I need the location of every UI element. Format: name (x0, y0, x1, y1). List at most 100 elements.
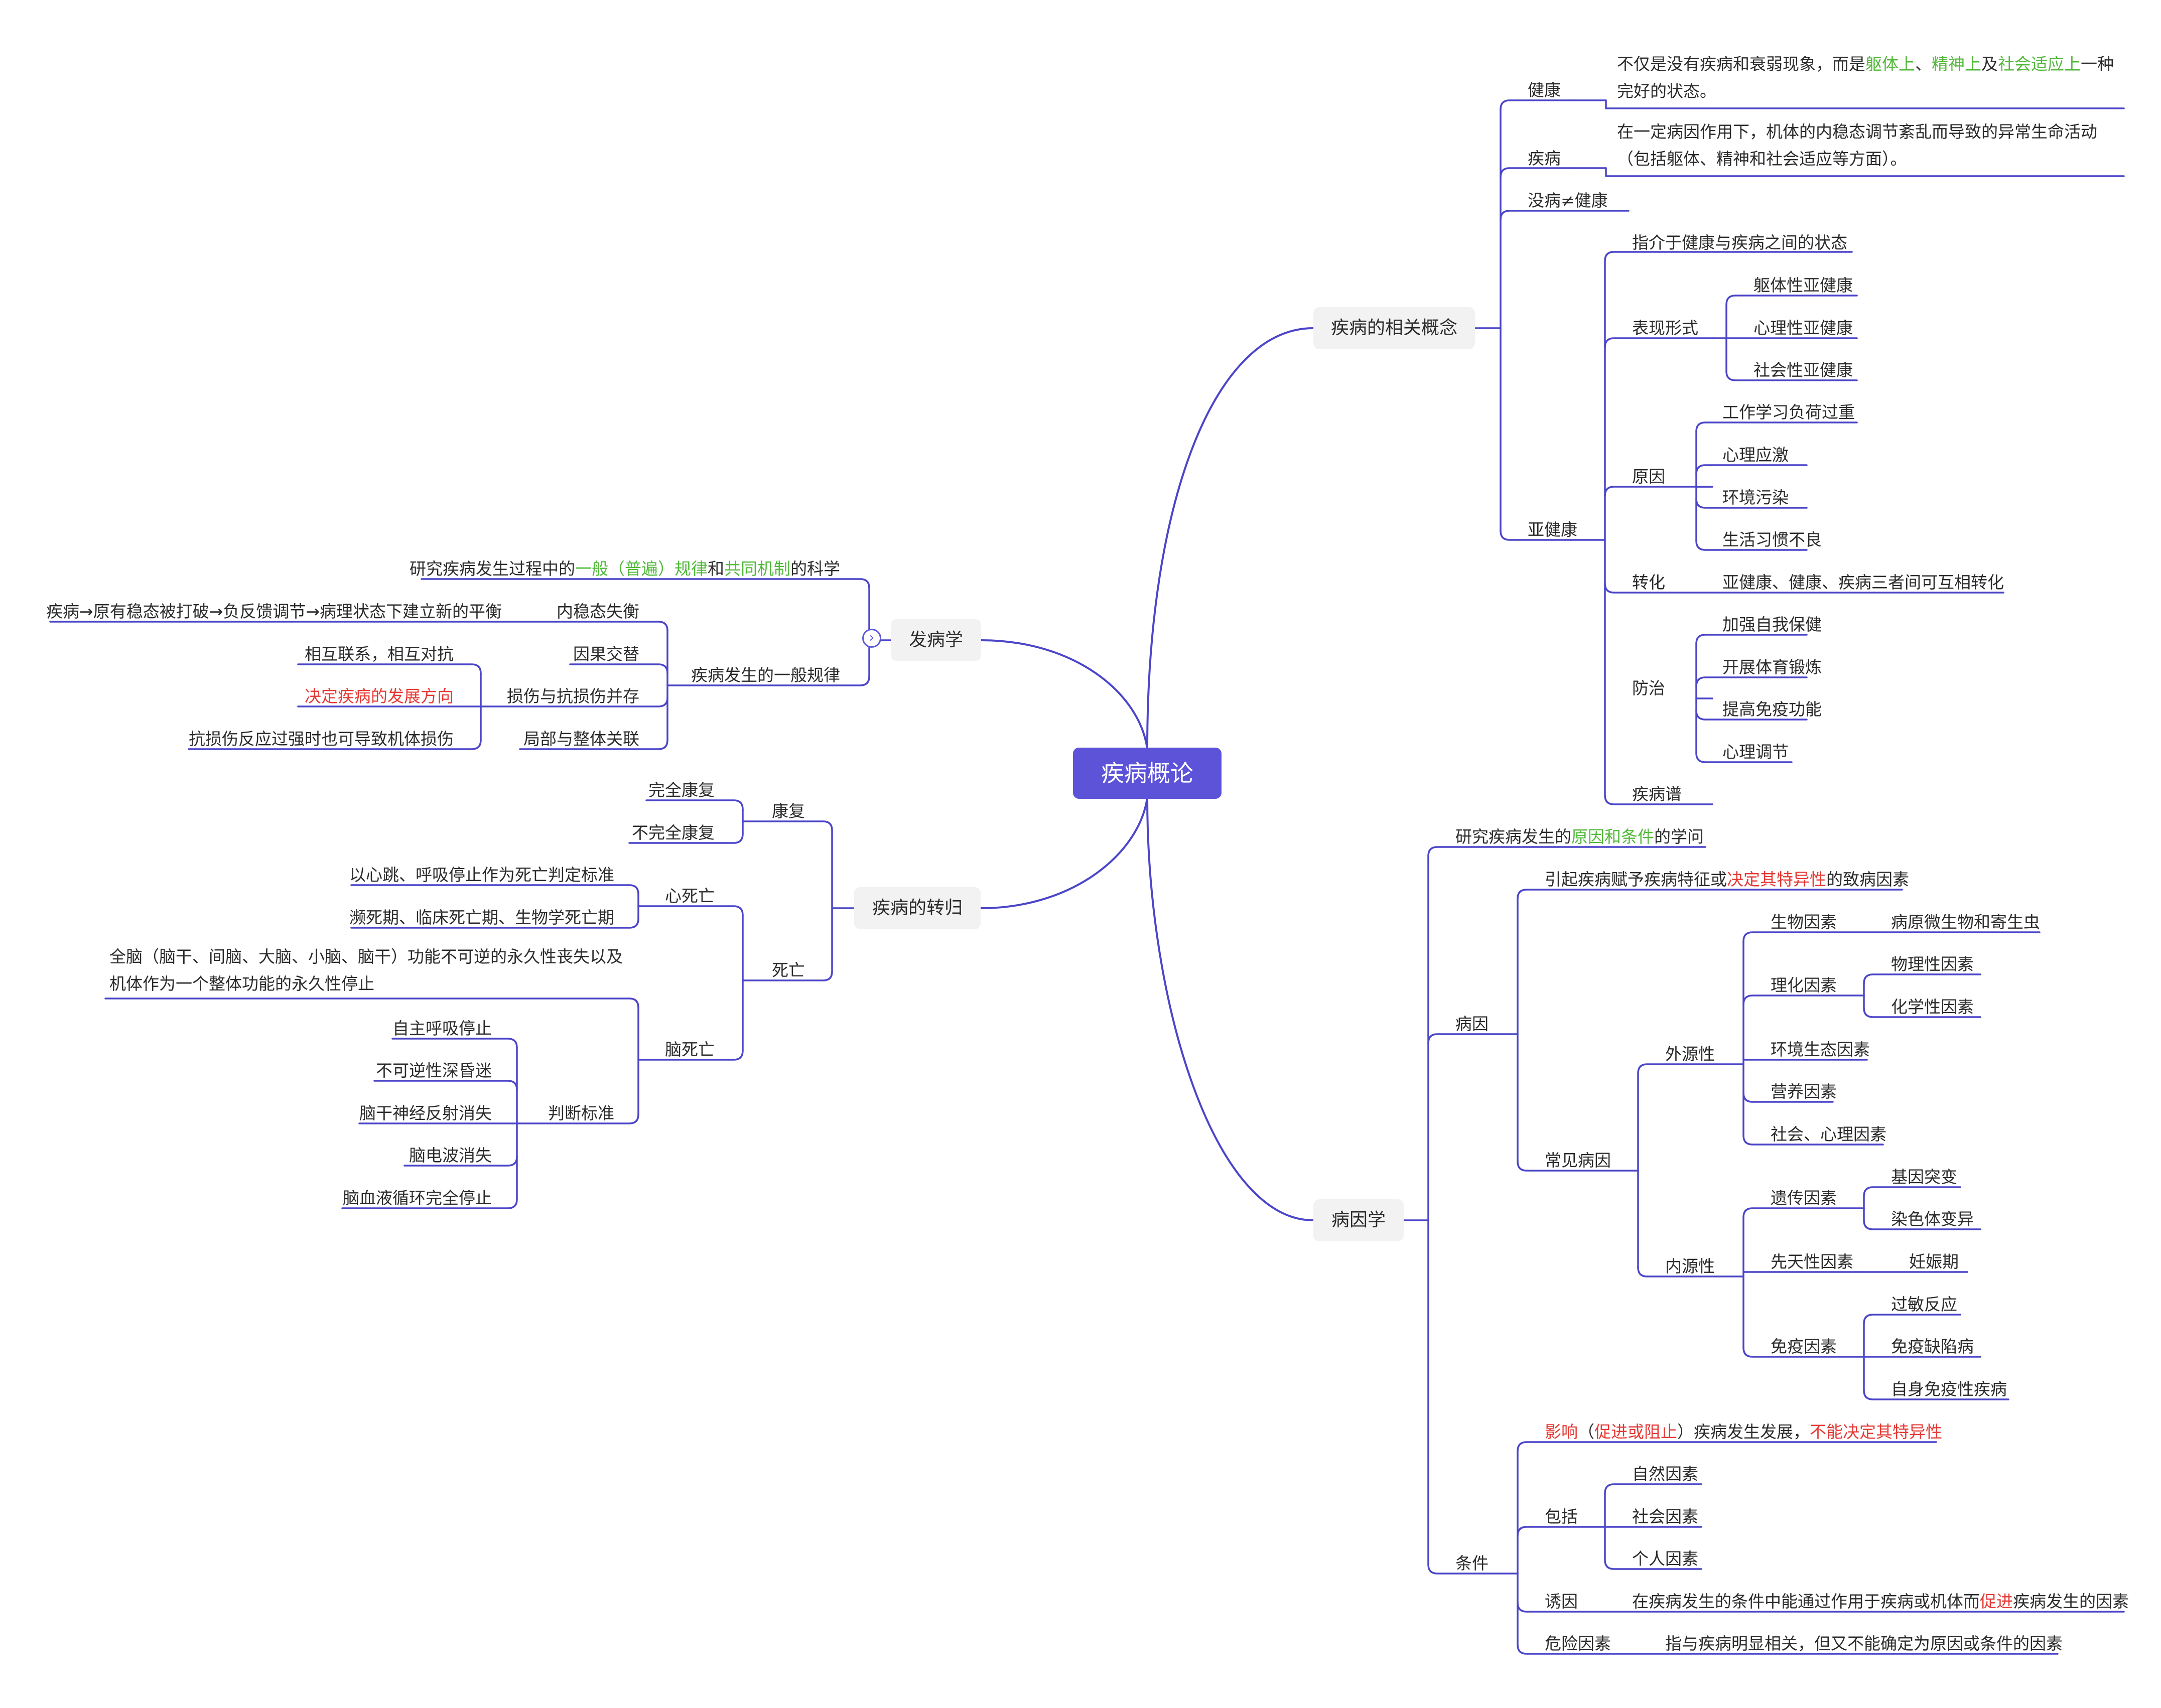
node-form-3[interactable]: 社会性亚健康 (1753, 360, 1853, 380)
node-allergy[interactable]: 过敏反应 (1891, 1295, 1957, 1314)
recovery-branch-1 (628, 833, 744, 844)
exogenous-branch-4 (1742, 1134, 1884, 1146)
node-bio-item[interactable]: 病原微生物和寄生虫 (1891, 912, 2040, 932)
node-social-psych[interactable]: 社会、心理因素 (1771, 1124, 1886, 1144)
node-subhealth-def[interactable]: 指介于健康与疾病之间的状态 (1632, 233, 1847, 252)
node-cause-2[interactable]: 心理应激 (1722, 445, 1789, 465)
node-recovery[interactable]: 康复 (772, 801, 805, 821)
node-common-cause[interactable]: 常见病因 (1545, 1151, 1611, 1170)
node-social[interactable]: 社会因素 (1632, 1507, 1698, 1526)
node-personal[interactable]: 个人因素 (1632, 1549, 1698, 1569)
node-nutri[interactable]: 营养因素 (1771, 1082, 1837, 1101)
topic-pathogenesis[interactable]: 发病学 (891, 619, 981, 661)
node-natural[interactable]: 自然因素 (1632, 1464, 1698, 1484)
topic-concepts[interactable]: 疾病的相关概念 (1313, 307, 1475, 349)
node-include[interactable]: 包括 (1545, 1507, 1578, 1526)
node-phys-1[interactable]: 物理性因素 (1891, 954, 1974, 974)
node-convert-text[interactable]: 亚健康、健康、疾病三者间可互相转化 (1722, 573, 2004, 592)
node-health[interactable]: 健康 (1528, 80, 1561, 100)
node-endogenous[interactable]: 内源性 (1665, 1256, 1715, 1276)
node-death[interactable]: 死亡 (772, 960, 805, 980)
node-subhealth[interactable]: 亚健康 (1528, 520, 1577, 539)
node-disease[interactable]: 疾病 (1528, 149, 1561, 168)
node-risk-text[interactable]: 指与疾病明显相关，但又不能确定为原因或条件的因素 (1665, 1634, 2063, 1653)
node-brain-death[interactable]: 脑死亡 (665, 1040, 715, 1059)
node-treat-1[interactable]: 加强自我保健 (1722, 615, 1822, 634)
node-criteria-2[interactable]: 不可逆性深昏迷 (376, 1061, 492, 1080)
node-form-2[interactable]: 心理性亚健康 (1753, 318, 1853, 338)
node-immune[interactable]: 免疫因素 (1771, 1337, 1837, 1356)
node-cardiac-2[interactable]: 濒死期、临床死亡期、生物学死亡期 (349, 908, 614, 927)
node-spectrum[interactable]: 疾病谱 (1632, 784, 1682, 804)
node-homeostasis[interactable]: 内稳态失衡 (557, 602, 639, 621)
node-causes[interactable]: 原因 (1632, 467, 1665, 486)
node-criteria-5[interactable]: 脑血液循环完全停止 (343, 1188, 492, 1208)
node-convert[interactable]: 转化 (1632, 573, 1665, 592)
cause-branch-0 (1517, 889, 1903, 900)
node-congenital[interactable]: 先天性因素 (1771, 1252, 1853, 1271)
node-cardiac-death[interactable]: 心死亡 (665, 886, 715, 906)
brain-branch-1 (518, 1113, 639, 1124)
node-genetic[interactable]: 遗传因素 (1771, 1188, 1837, 1208)
node-full-recovery[interactable]: 完全康复 (648, 780, 715, 800)
node-form-1[interactable]: 躯体性亚健康 (1753, 275, 1853, 295)
node-health-desc[interactable]: 不仅是没有疾病和衰弱现象，而是躯体上、精神上及社会适应上一种完好的状态。 (1617, 51, 2128, 105)
node-damage-2[interactable]: 决定疾病的发展方向 (305, 686, 454, 706)
node-partial-recovery[interactable]: 不完全康复 (632, 823, 715, 842)
cause-branch-1 (1517, 1161, 1636, 1172)
node-trigger-text[interactable]: 在疾病发生的条件中能通过作用于疾病或机体而促进疾病发生的因素 (1632, 1589, 2129, 1615)
node-brain-death-def[interactable]: 全脑（脑干、间脑、大脑、小脑、脑干）功能不可逆的永久性丧失以及机体作为一个整体功… (109, 947, 623, 993)
death-branch-0 (637, 905, 744, 916)
node-etiology-def[interactable]: 研究疾病发生的原因和条件的学问 (1455, 824, 1704, 850)
node-cause-3[interactable]: 环境污染 (1722, 488, 1789, 507)
node-condition[interactable]: 条件 (1455, 1553, 1489, 1573)
node-cause-4[interactable]: 生活习惯不良 (1722, 530, 1822, 549)
causes-branch-0 (1695, 421, 1858, 433)
node-not-equal[interactable]: 没病≠健康 (1528, 191, 1608, 210)
node-damage[interactable]: 损伤与抗损伤并存 (507, 686, 639, 706)
node-env[interactable]: 环境生态因素 (1771, 1040, 1870, 1059)
node-damage-1[interactable]: 相互联系，相互对抗 (305, 644, 454, 664)
node-causal[interactable]: 因果交替 (573, 644, 639, 664)
root-node[interactable]: 疾病概论 (1073, 748, 1222, 799)
node-treat-4[interactable]: 心理调节 (1722, 742, 1789, 762)
include-branch-0 (1604, 1483, 1702, 1494)
node-gene-mutation[interactable]: 基因突变 (1891, 1167, 1957, 1187)
node-damage-3[interactable]: 抗损伤反应过强时也可导致机体损伤 (189, 729, 454, 749)
node-trigger[interactable]: 诱因 (1545, 1592, 1578, 1611)
node-immunodeficiency[interactable]: 免疫缺陷病 (1891, 1337, 1974, 1356)
node-bio[interactable]: 生物因素 (1771, 912, 1837, 932)
node-criteria[interactable]: 判断标准 (548, 1103, 614, 1123)
node-homeostasis-text[interactable]: 疾病→原有稳态被打破→负反馈调节→病理状态下建立新的平衡 (46, 602, 502, 621)
node-phys-2[interactable]: 化学性因素 (1891, 997, 1974, 1017)
node-condition-def[interactable]: 影响（促进或阻止）疾病发生发展，不能决定其特异性 (1545, 1419, 1942, 1445)
node-treat-2[interactable]: 开展体育锻炼 (1722, 657, 1822, 677)
node-general-rules[interactable]: 疾病发生的一般规律 (691, 665, 840, 685)
node-risk[interactable]: 危险因素 (1545, 1634, 1611, 1653)
node-cardiac-1[interactable]: 以心跳、呼吸停止作为死亡判定标准 (349, 865, 614, 885)
node-disease-desc[interactable]: 在一定病因作用下，机体的内稳态调节紊乱而导致的异常生命活动（包括躯体、精神和社会… (1617, 122, 2097, 169)
node-forms[interactable]: 表现形式 (1632, 318, 1698, 338)
node-local-whole[interactable]: 局部与整体关联 (523, 729, 639, 749)
topic-etiology[interactable]: 病因学 (1313, 1199, 1404, 1241)
node-phys[interactable]: 理化因素 (1771, 975, 1837, 995)
node-cause-def[interactable]: 引起疾病赋予疾病特征或决定其特异性的致病因素 (1545, 867, 1909, 893)
node-criteria-4[interactable]: 脑电波消失 (409, 1146, 492, 1165)
node-cause[interactable]: 病因 (1455, 1014, 1489, 1034)
node-pregnancy[interactable]: 妊娠期 (1909, 1252, 1959, 1271)
node-cause-1[interactable]: 工作学习负荷过重 (1722, 402, 1855, 422)
topic-outcome[interactable]: 疾病的转归 (854, 887, 981, 929)
highlight-red: 决定其特异性 (1727, 870, 1826, 889)
node-chromosome[interactable]: 染色体变异 (1891, 1209, 1974, 1229)
common-branch-0 (1637, 1063, 1717, 1074)
exogenous-branch-0 (1742, 931, 1865, 942)
node-pathogenesis-def[interactable]: 研究疾病发生过程中的一般（普遍）规律和共同机制的科学 (381, 556, 840, 582)
node-treat[interactable]: 防治 (1632, 678, 1665, 698)
node-criteria-3[interactable]: 脑干神经反射消失 (359, 1103, 492, 1123)
node-exogenous[interactable]: 外源性 (1665, 1044, 1715, 1064)
criteria-branch-0 (391, 1038, 518, 1049)
node-treat-3[interactable]: 提高免疫功能 (1722, 699, 1822, 719)
chevron-right-icon[interactable]: › (862, 629, 881, 648)
node-criteria-1[interactable]: 自主呼吸停止 (392, 1019, 492, 1038)
node-autoimmune[interactable]: 自身免疫性疾病 (1891, 1379, 2007, 1399)
